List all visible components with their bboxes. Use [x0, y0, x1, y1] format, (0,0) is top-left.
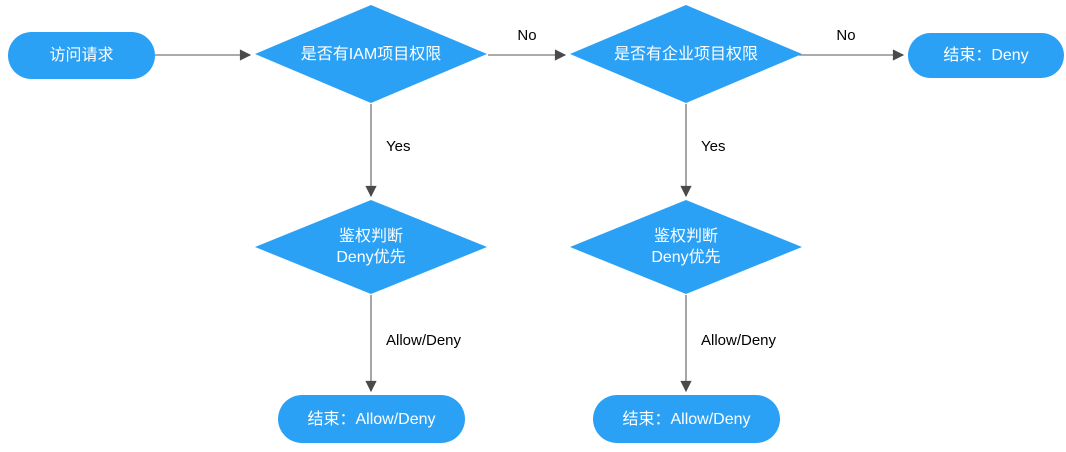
edge-label-yes-iam: Yes [386, 138, 411, 155]
end-deny-label: 结束：Deny [943, 47, 1029, 64]
end-node-allow-deny-right: 结束：Allow/Deny [593, 395, 780, 443]
edge-label-yes-enterprise: Yes [701, 138, 726, 155]
end-node-allow-deny-left: 结束：Allow/Deny [278, 395, 465, 443]
auth-judgment-right-text: 鉴权判断 Deny优先 [651, 226, 720, 268]
auth-judgment-left-text: 鉴权判断 Deny优先 [336, 226, 405, 268]
decision-auth-judgment-right: 鉴权判断 Deny优先 [570, 200, 802, 294]
end-allow-deny-right-label: 结束：Allow/Deny [622, 410, 751, 428]
decision-iam-project-permission: 是否有IAM项目权限 [255, 5, 487, 103]
start-node-access-request: 访问请求 [8, 32, 155, 79]
auth-judgment-right-line1: 鉴权判断 [653, 228, 718, 245]
decision-auth-judgment-left: 鉴权判断 Deny优先 [255, 200, 487, 294]
auth-judgment-left-line1: 鉴权判断 [338, 228, 403, 245]
edge-label-allow-deny-left: Allow/Deny [386, 332, 462, 349]
decision-enterprise-label: 是否有企业项目权限 [613, 45, 758, 63]
edge-label-no-enterprise: No [836, 27, 856, 44]
auth-judgment-left-line2: Deny优先 [336, 249, 406, 266]
edge-label-no-iam: No [517, 27, 537, 44]
end-allow-deny-left-label: 结束：Allow/Deny [307, 410, 436, 428]
auth-judgment-right-line2: Deny优先 [651, 249, 721, 266]
decision-iam-label: 是否有IAM项目权限 [300, 45, 442, 63]
start-node-label: 访问请求 [49, 47, 114, 64]
edge-label-allow-deny-right: Allow/Deny [701, 332, 777, 349]
end-node-deny: 结束：Deny [908, 33, 1064, 78]
decision-enterprise-project-permission: 是否有企业项目权限 [570, 5, 802, 103]
